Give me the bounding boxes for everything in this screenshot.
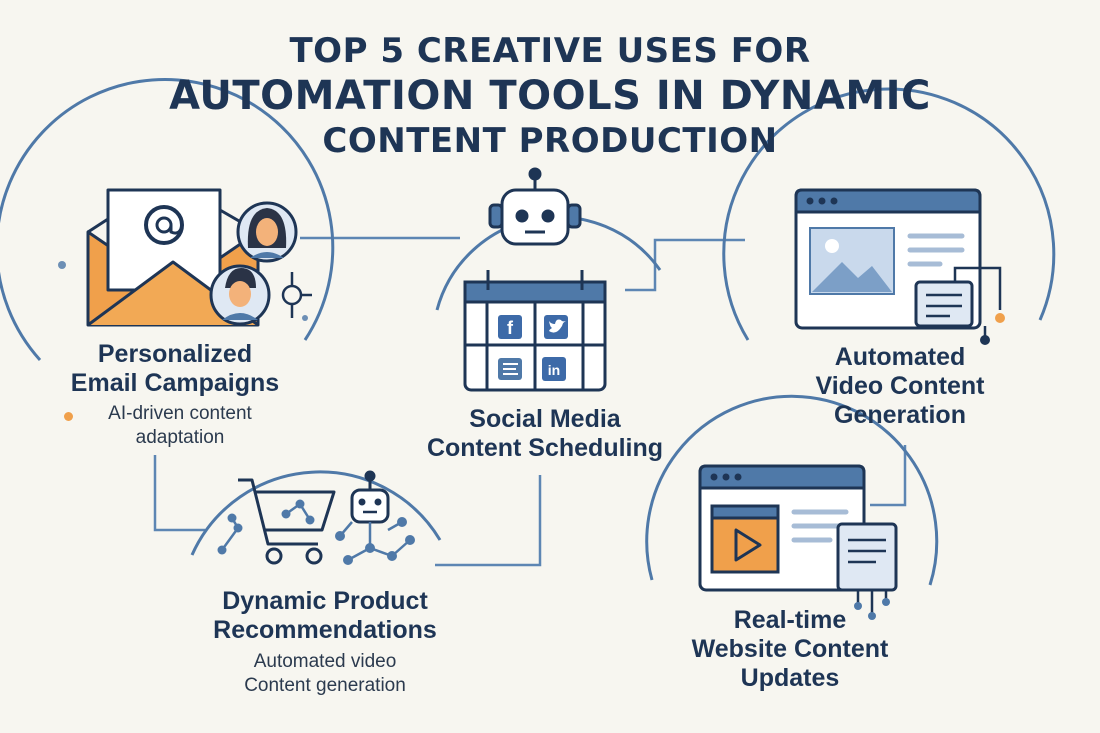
title-line-1: TOP 5 CREATIVE USES FOR xyxy=(289,31,811,71)
social-label-line-1: Social Media xyxy=(469,405,621,433)
page-title: TOP 5 CREATIVE USES FOR AUTOMATION TOOLS… xyxy=(0,30,1100,162)
email-sub-line-2: adaptation xyxy=(135,427,225,448)
label-website-updates: Real-time Website Content Updates xyxy=(655,606,925,693)
label-email-campaigns: Personalized Email Campaigns xyxy=(40,340,310,398)
avatar-man-icon xyxy=(209,264,271,326)
email-label-line-1: Personalized xyxy=(97,340,253,368)
web-label-line-1: Real-time xyxy=(733,606,847,634)
sub-email-campaigns: AI-driven content adaptation xyxy=(60,402,300,450)
video-label-line-1: Automated xyxy=(834,343,966,371)
social-label-line-2: Content Scheduling xyxy=(426,434,664,462)
web-label-line-3: Updates xyxy=(740,664,840,692)
calendar-social-icon xyxy=(463,270,607,392)
title-line-3: CONTENT PRODUCTION xyxy=(322,121,778,161)
sub-product-recommendations: Automated video Content generation xyxy=(195,650,455,698)
twitter-icon xyxy=(544,315,568,339)
email-label-line-2: Email Campaigns xyxy=(70,369,280,397)
product-sub-line-1: Automated video xyxy=(253,651,397,672)
cart-network-icon xyxy=(217,499,315,555)
product-label-line-1: Dynamic Product xyxy=(222,587,428,615)
title-line-2: AUTOMATION TOOLS IN DYNAMIC xyxy=(169,73,931,119)
label-video-generation: Automated Video Content Generation xyxy=(770,343,1030,430)
facebook-icon: f xyxy=(498,315,522,339)
product-sub-line-2: Content generation xyxy=(244,675,406,696)
browser-image-icon xyxy=(794,188,1002,340)
orange-bullet xyxy=(64,412,73,421)
connector-node-icon xyxy=(281,272,312,318)
robot-network-icon xyxy=(335,470,415,565)
browser-video-icon xyxy=(698,464,898,620)
video-label-line-3: Generation xyxy=(834,401,966,429)
avatar-woman-icon xyxy=(236,201,298,263)
linkedin-glyph: in xyxy=(548,362,560,378)
product-label-line-2: Recommendations xyxy=(213,616,437,644)
email-sub-line-1: AI-driven content xyxy=(108,403,252,424)
robot-icon xyxy=(488,167,582,246)
video-label-line-2: Video Content xyxy=(815,372,985,400)
label-social-scheduling: Social Media Content Scheduling xyxy=(405,405,685,463)
web-label-line-2: Website Content xyxy=(691,635,889,663)
list-app-icon xyxy=(498,358,522,380)
shopping-cart-icon xyxy=(238,478,336,565)
facebook-glyph: f xyxy=(507,318,514,338)
connector-lines xyxy=(153,236,907,567)
linkedin-icon: in xyxy=(542,357,566,381)
label-product-recommendations: Dynamic Product Recommendations xyxy=(190,587,460,645)
